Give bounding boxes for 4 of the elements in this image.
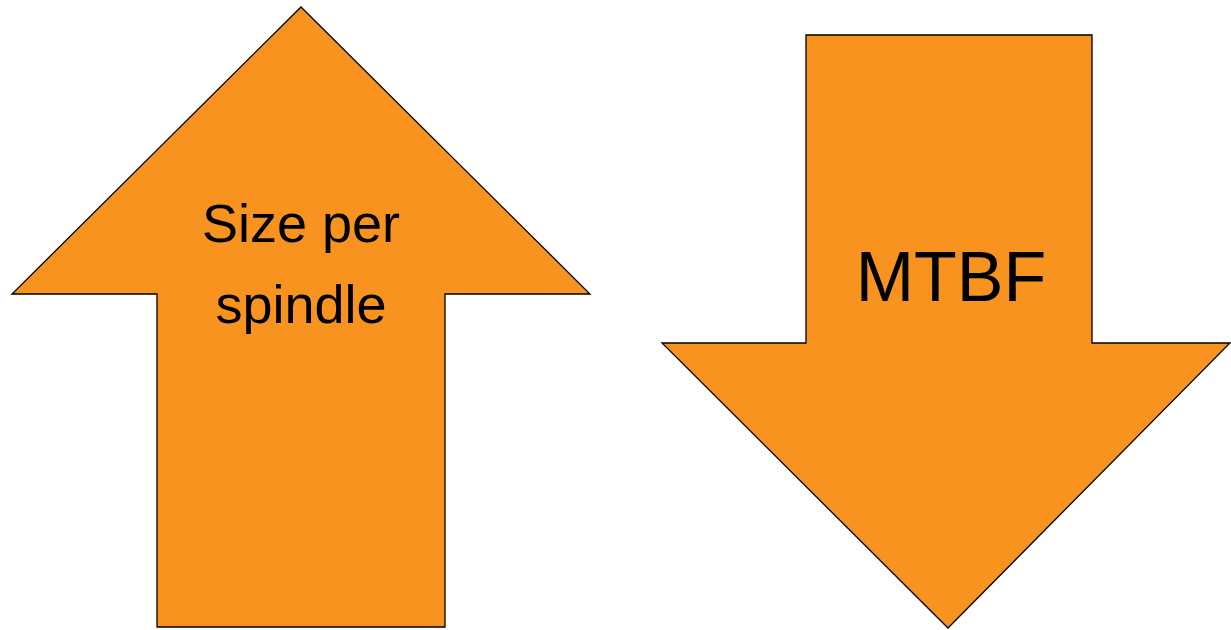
down-arrow xyxy=(662,35,1230,628)
arrow-label: Size per spindle xyxy=(200,192,402,336)
arrow-label: MTBF xyxy=(854,237,1048,318)
up-arrow xyxy=(12,7,590,627)
